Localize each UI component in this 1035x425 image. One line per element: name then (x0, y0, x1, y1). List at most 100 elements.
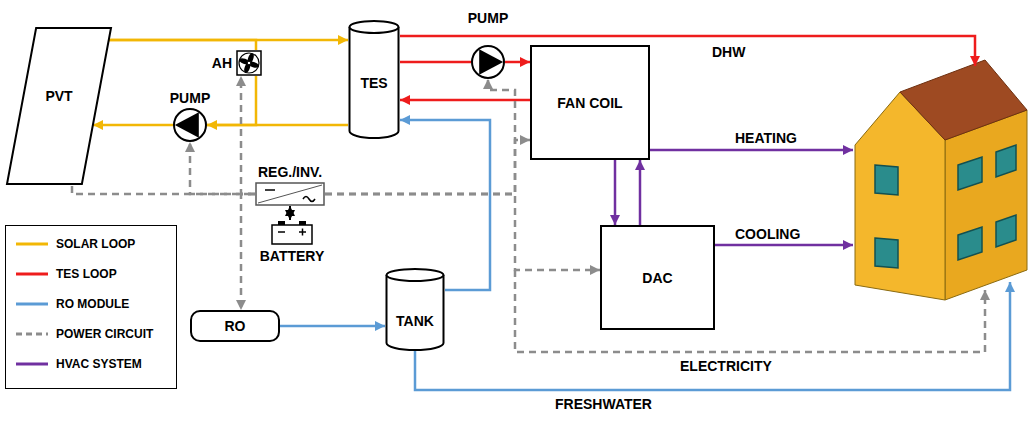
legend-text: POWER CIRCUIT (56, 326, 153, 342)
legend-box: SOLAR LOOP TES LOOP RO MODULE POWER CIRCUIT… (5, 225, 177, 389)
house-window (996, 145, 1016, 177)
legend-line (16, 303, 48, 306)
legend-sample (16, 360, 48, 368)
ac-symbol (303, 197, 315, 202)
legend-sample (16, 330, 48, 338)
flow-connector (325, 194, 600, 270)
flow-connector (207, 76, 256, 125)
legend-line (16, 363, 48, 366)
pump-outline (173, 108, 207, 142)
inverter-box (256, 183, 324, 205)
plus-sign (302, 229, 304, 236)
fan-outline (236, 50, 262, 76)
pump-shape (173, 108, 207, 142)
storage-tank: TES (348, 20, 400, 138)
pump-symbol (472, 46, 504, 78)
battery: BATTERY (262, 218, 322, 273)
legend-sample (16, 240, 48, 248)
node-label: RO (225, 318, 246, 334)
flow-connector (400, 61, 471, 64)
unit-box (531, 46, 649, 159)
flow-connector (241, 76, 255, 194)
flow-label: DHW (712, 44, 745, 60)
cyl-shape (385, 268, 445, 350)
batt-shape (270, 220, 314, 246)
node-label: FAN COIL (557, 95, 622, 111)
battery-terminal (299, 221, 306, 225)
regulator-inverter: REG./INV. (250, 164, 330, 206)
flow-connector (93, 124, 173, 127)
flow-connector (639, 160, 642, 225)
legend-line (16, 333, 48, 336)
para-shape (5, 26, 113, 186)
dac-box: DAC (600, 225, 715, 330)
node-label: PUMP (468, 10, 508, 26)
flow-connector (325, 140, 530, 194)
flow-label: FRESHWATER (555, 396, 652, 412)
pump: PUMP (165, 88, 215, 144)
flow-label: ELECTRICITY (680, 358, 772, 374)
pump: PUMP (463, 6, 513, 81)
heating-line (650, 149, 853, 152)
electricity-line (515, 270, 985, 352)
pump-symbol (174, 109, 206, 141)
legend-sample (16, 270, 48, 278)
inverter-diagonal (258, 185, 322, 203)
battery-body (272, 225, 312, 244)
node-label: DAC (642, 270, 672, 286)
pump-shape (471, 45, 505, 79)
cylinder-body (387, 275, 444, 350)
legend-line (16, 243, 48, 246)
legend-text: TES LOOP (56, 266, 117, 282)
flow-connector (614, 160, 617, 225)
flow-label: HEATING (735, 130, 797, 146)
inv-outline (255, 182, 325, 206)
water-tank: TANK (385, 268, 445, 350)
legend-text: RO MODULE (56, 296, 129, 312)
air-heater: AH (205, 40, 265, 80)
flow-connector (400, 99, 530, 102)
fan-coil-box: FAN COIL (530, 45, 650, 160)
pump-outline (471, 45, 505, 79)
node-label: PUMP (170, 90, 210, 106)
fan-ring (239, 53, 259, 73)
para-outline (5, 26, 113, 186)
fan-blade (239, 57, 250, 65)
flow-connector (190, 142, 255, 194)
fan-housing (237, 51, 261, 75)
minus-sign (278, 231, 285, 233)
house-window (958, 227, 982, 260)
cooling-line (715, 244, 853, 247)
flow-connector (280, 325, 385, 328)
flow-connector (400, 120, 490, 290)
fan-shape (236, 50, 262, 76)
flow-connector (241, 194, 255, 310)
legend-sample (16, 300, 48, 308)
inv-shape (255, 182, 325, 206)
node-label: BATTERY (260, 248, 325, 264)
pvt-panel: PVT (5, 26, 113, 186)
ro-box: RO (190, 310, 280, 342)
house-window (996, 215, 1016, 247)
house-side-wall (945, 110, 1027, 300)
battery-terminal (278, 221, 285, 225)
node-label: REG./INV. (258, 164, 322, 180)
house-illustration (855, 60, 1027, 300)
house-roof (900, 60, 1027, 140)
flow-connector (207, 124, 348, 127)
legend-text: SOLAR LOOP (56, 236, 135, 252)
pvt-panel (7, 28, 111, 184)
batt-outline (270, 220, 314, 246)
node-label: PVT (45, 88, 72, 104)
legend-line (16, 273, 48, 276)
house-window (875, 238, 898, 268)
pump-triangle (479, 49, 503, 75)
cylinder-top (350, 21, 399, 33)
node-label: TES (360, 75, 387, 91)
unit-box (191, 311, 279, 341)
node-label: TANK (396, 313, 434, 329)
flow-connector (109, 40, 257, 50)
flow-label: COOLING (735, 226, 800, 242)
flow-connector (289, 206, 291, 220)
cyl-outline (385, 268, 445, 350)
